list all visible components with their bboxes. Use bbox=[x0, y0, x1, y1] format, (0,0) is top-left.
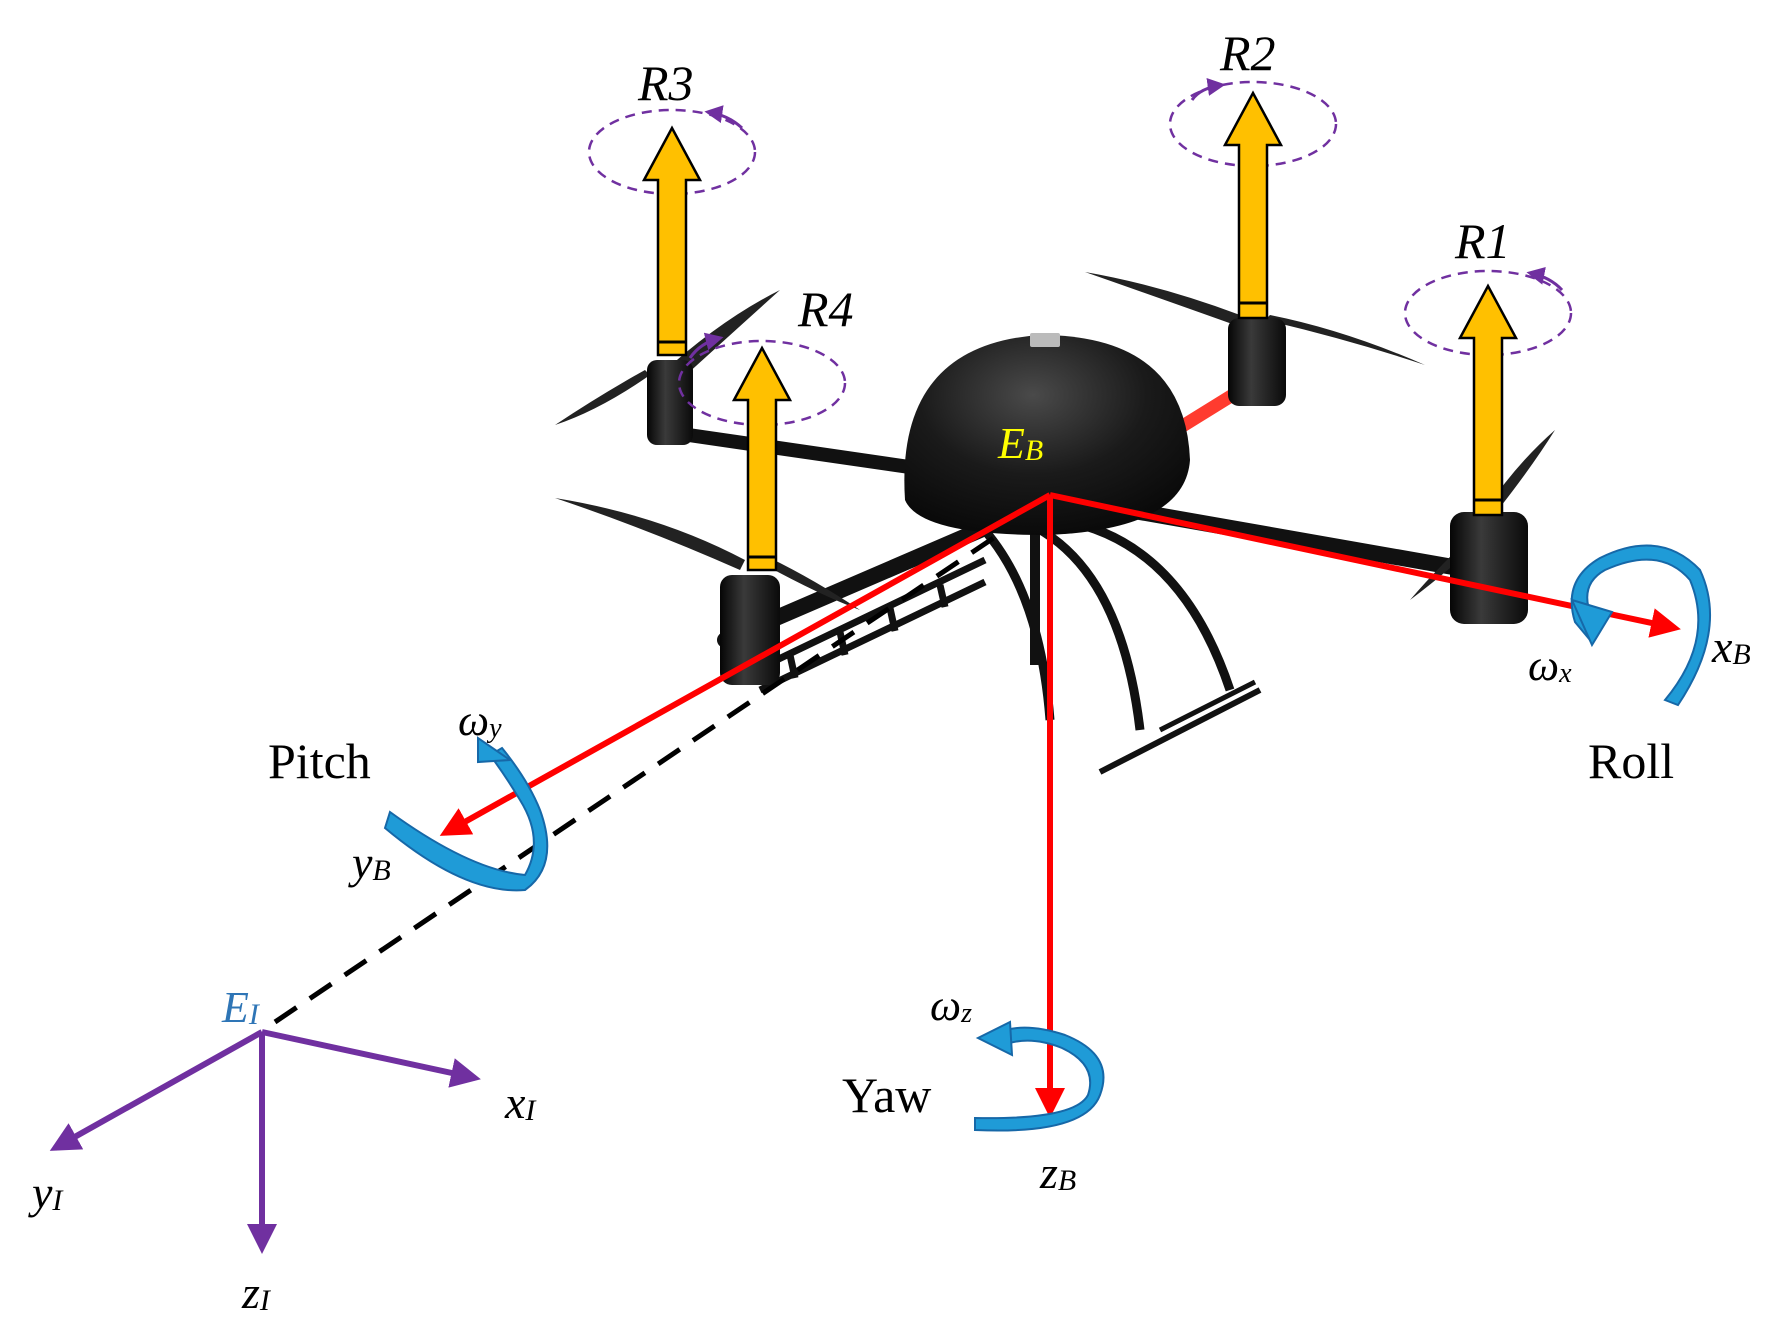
spin-arrow-r4 bbox=[688, 332, 724, 359]
omega-y-label: ωy bbox=[458, 696, 502, 745]
roll-label: Roll bbox=[1588, 733, 1674, 789]
thrust-arrow-r4 bbox=[731, 345, 793, 572]
spin-dashed-r3 bbox=[587, 108, 757, 196]
landing-leg-3 bbox=[976, 521, 1055, 721]
propeller-r4 bbox=[555, 498, 860, 610]
spin-dashed-r2 bbox=[1168, 80, 1338, 168]
omega-z-label: ωz bbox=[930, 981, 972, 1030]
body-origin-label: EB bbox=[997, 419, 1043, 468]
rotor-label-r2: R2 bbox=[1219, 25, 1276, 81]
inertial-origin-label: EI bbox=[221, 983, 261, 1032]
motor-r4 bbox=[720, 575, 780, 685]
frame-link-dashed bbox=[273, 534, 997, 1025]
quadrotor-body bbox=[555, 272, 1555, 775]
thrust-arrow-r3 bbox=[641, 125, 703, 357]
yi-label: yI bbox=[28, 1167, 64, 1218]
spin-dashed-r1 bbox=[1403, 269, 1573, 357]
pitch-label: Pitch bbox=[268, 733, 371, 789]
skid-bar-2 bbox=[1158, 679, 1257, 733]
labels: R3 R2 R1 R4 EB xB yB zB EI xI yI zI bbox=[28, 25, 1751, 1318]
landing-leg-2 bbox=[1059, 515, 1235, 692]
spin-arrow-r1 bbox=[1526, 267, 1564, 292]
propeller-r2 bbox=[1085, 272, 1425, 365]
rotor-label-r4: R4 bbox=[797, 281, 854, 337]
spin-arrow-r2 bbox=[1190, 78, 1226, 101]
yi-axis bbox=[49, 1029, 264, 1151]
motor-r2 bbox=[1228, 318, 1286, 406]
propeller-r3 bbox=[555, 290, 780, 425]
pitch-rotation-arrow bbox=[383, 746, 549, 892]
thrust-arrow-r1 bbox=[1457, 283, 1519, 517]
zi-label: zI bbox=[241, 1267, 272, 1318]
motor-r1 bbox=[1450, 512, 1528, 624]
spin-dashed-r4 bbox=[677, 339, 847, 427]
omega-x-label: ωx bbox=[1528, 641, 1572, 690]
yb-axis bbox=[439, 492, 1052, 836]
spin-arrow-r3 bbox=[704, 105, 744, 130]
motor-r3 bbox=[647, 360, 693, 445]
yb-label: yB bbox=[348, 837, 391, 888]
yaw-label: Yaw bbox=[842, 1067, 931, 1123]
fuselage-dome bbox=[904, 335, 1190, 535]
thrust-and-spin bbox=[587, 78, 1573, 572]
thrust-arrow-r2 bbox=[1222, 90, 1284, 320]
rotor-label-r1: R1 bbox=[1454, 213, 1511, 269]
frame-axes bbox=[49, 492, 1681, 1254]
zb-label: zB bbox=[1039, 1147, 1076, 1198]
ladder-frame bbox=[758, 556, 987, 694]
rotation-arrows bbox=[383, 544, 1711, 1132]
rotor-label-r3: R3 bbox=[637, 55, 694, 111]
skid-bar-1 bbox=[1098, 687, 1262, 775]
xi-axis bbox=[261, 1029, 481, 1088]
xb-label: xB bbox=[1711, 621, 1751, 672]
xi-label: xI bbox=[504, 1077, 537, 1128]
arm-left bbox=[661, 425, 937, 477]
dome-sensor bbox=[1030, 333, 1060, 347]
